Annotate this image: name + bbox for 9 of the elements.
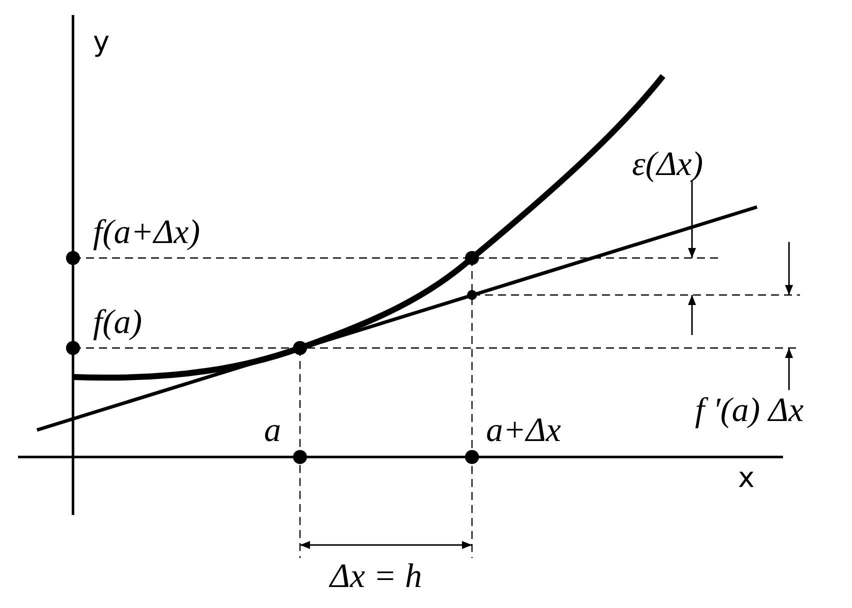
axis-label: x [738,464,755,492]
error-label: ε(Δx) [632,148,704,182]
increment-label: f ′(a) Δx [695,394,804,428]
value-label: f(a+Δx) [93,216,200,250]
axis-label: y [93,28,110,56]
point-label: a+Δx [486,414,561,448]
point-label: a [264,414,281,448]
value-label: f(a) [93,306,142,340]
dimension-label: Δx = h [330,560,422,594]
